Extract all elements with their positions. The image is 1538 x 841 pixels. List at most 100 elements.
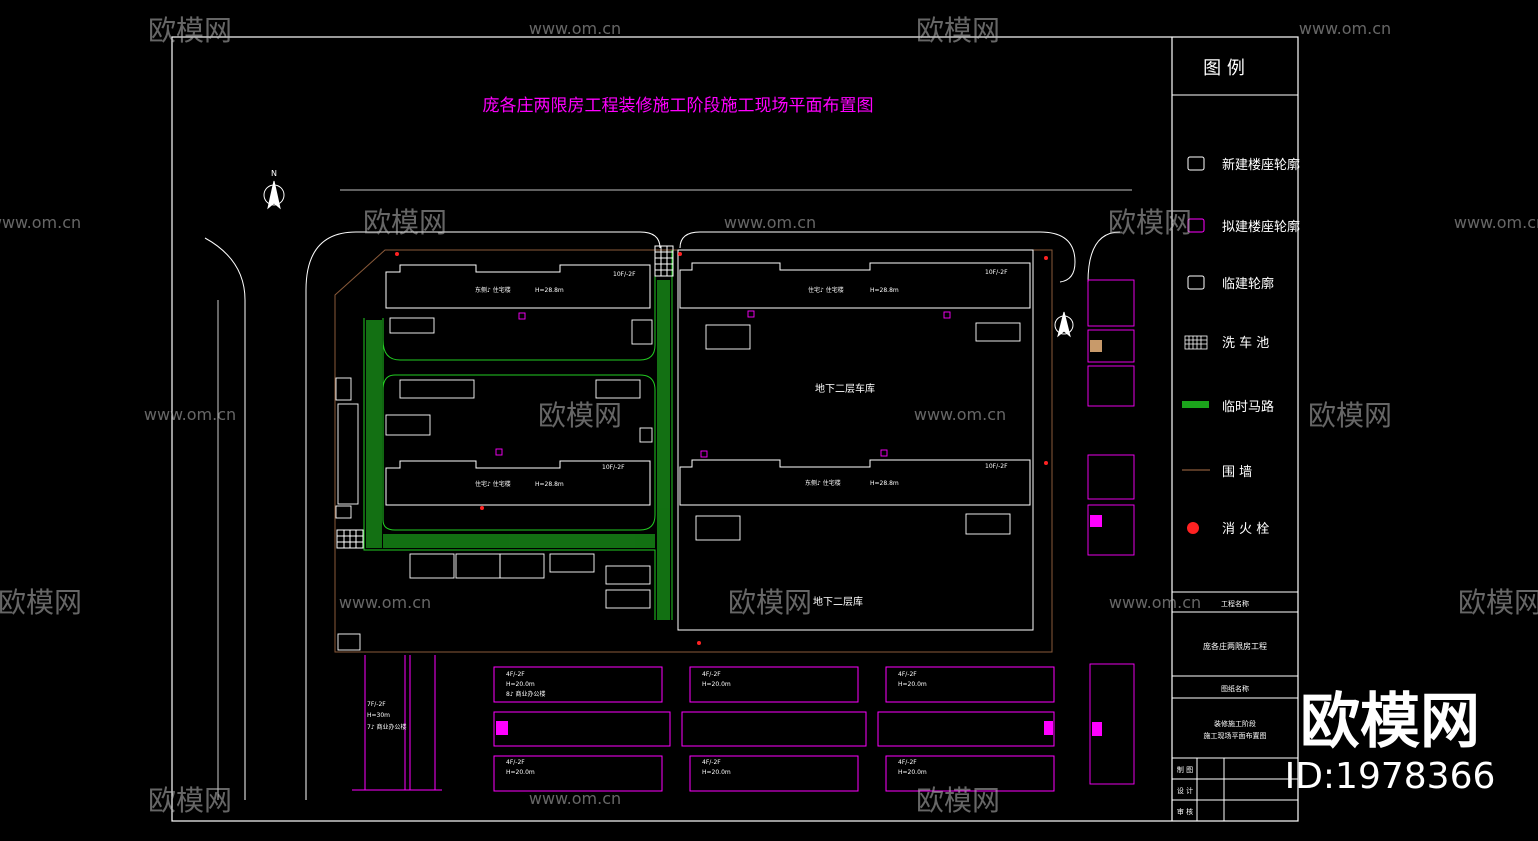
- hydrant-icon: [395, 252, 1048, 645]
- svg-text:欧模网: 欧模网: [916, 784, 1000, 817]
- legend-item-2: 拟建楼座轮廓: [1222, 219, 1300, 235]
- grid-icon: [1184, 335, 1208, 350]
- tower-structure: [352, 655, 442, 791]
- svg-text:www.om.cn: www.om.cn: [0, 213, 81, 232]
- row-review: 审 核: [1177, 807, 1193, 816]
- svg-text:欧模网: 欧模网: [1308, 399, 1392, 432]
- north-label: N: [271, 169, 277, 178]
- road-curve-right: [1087, 231, 1121, 283]
- svg-text:欧模网: 欧模网: [0, 586, 82, 619]
- legend-item-6: 围 墙: [1222, 465, 1252, 480]
- watermark-logo: 欧模网: [1300, 687, 1480, 757]
- road-curve-site: [305, 231, 661, 800]
- basement-outline: [677, 249, 1034, 631]
- car-wash-pit-icon: [336, 245, 674, 549]
- drawing-label: 图纸名称: [1221, 684, 1249, 693]
- magenta-rect-icon: [1187, 218, 1205, 233]
- tower-name: 7♪ 商业办公楼: [367, 723, 407, 731]
- side-block: [1090, 340, 1102, 352]
- row-design: 设 计: [1177, 786, 1193, 795]
- legend-title: 图 例: [1203, 58, 1245, 79]
- drawing-name-1: 装修施工阶段: [1214, 719, 1256, 728]
- hydrant-legend-icon: [1187, 522, 1199, 534]
- road-curve-top: [679, 231, 1076, 283]
- basement-label-2: 地下二层库: [813, 595, 863, 608]
- legend-item-5: 临时马路: [1222, 399, 1274, 415]
- planned-building-outline: [493, 666, 1055, 792]
- row-draft: 制 图: [1177, 765, 1193, 774]
- temp-facility-box: [335, 317, 1021, 651]
- temp-1-height: H=20.0m: [506, 681, 535, 688]
- tower-tag: 7F/-2F: [367, 701, 386, 708]
- svg-text:欧模网: 欧模网: [148, 784, 232, 817]
- side-structure: [1087, 279, 1135, 785]
- green-road-icon: [1182, 401, 1209, 408]
- temp-2-tag: 4F/-2F: [702, 671, 721, 678]
- temp-2-height: H=20.0m: [702, 681, 731, 688]
- svg-text:欧模网: 欧模网: [916, 14, 1000, 47]
- svg-text:欧模网: 欧模网: [148, 14, 232, 47]
- drawing-frame: [171, 36, 1299, 822]
- temp-4-height: H=20.0m: [506, 769, 535, 776]
- svg-text:欧模网: 欧模网: [1108, 206, 1192, 239]
- building-1-name: 东侧♪ 住宅楼: [475, 286, 511, 294]
- svg-text:www.om.cn: www.om.cn: [1109, 593, 1201, 612]
- building-3-tag: 10F/-2F: [985, 269, 1008, 276]
- basement-label-1: 地下二层车库: [815, 382, 875, 395]
- building-4-name: 东侧♪ 住宅楼: [805, 479, 841, 487]
- temp-1-name: 8♪ 商业办公楼: [506, 690, 546, 698]
- tower-height: H=30m: [367, 712, 390, 719]
- building-outline: [385, 262, 1031, 506]
- planned-block: [496, 721, 508, 735]
- temp-5-tag: 4F/-2F: [702, 759, 721, 766]
- temp-6-height: H=20.0m: [898, 769, 927, 776]
- building-2-tag: 10F/-2F: [602, 464, 625, 471]
- legend-item-3: 临建轮廓: [1222, 276, 1274, 292]
- project-name: 庞各庄两限房工程: [1203, 641, 1267, 651]
- drawing-name-2: 施工现场平面布置图: [1204, 731, 1267, 740]
- temp-road: [363, 250, 673, 620]
- svg-text:www.om.cn: www.om.cn: [1454, 213, 1538, 232]
- building-2-name: 住宅♪ 住宅楼: [475, 480, 511, 488]
- svg-text:www.om.cn: www.om.cn: [914, 405, 1006, 424]
- side-block-3: [1092, 722, 1102, 736]
- drawing-title: 庞各庄两限房工程装修施工阶段施工现场平面布置图: [483, 96, 874, 116]
- watermark: 欧模网 www.om.cn 欧模网 www.om.cn www.om.cn 欧模…: [0, 14, 1538, 817]
- building-4-tag: 10F/-2F: [985, 463, 1008, 470]
- building-4-height: H=28.8m: [870, 480, 899, 487]
- site-wall: [334, 249, 1053, 653]
- north-arrow-icon: [263, 180, 285, 210]
- temp-5-height: H=20.0m: [702, 769, 731, 776]
- temp-road-hatch: [366, 280, 670, 620]
- svg-text:欧模网: 欧模网: [1458, 586, 1538, 619]
- temp-1-tag: 4F/-2F: [506, 671, 525, 678]
- svg-text:欧模网: 欧模网: [538, 399, 622, 432]
- side-block-2: [1090, 515, 1102, 527]
- legend-item-1: 新建楼座轮廓: [1222, 157, 1300, 173]
- temp-6-tag: 4F/-2F: [898, 759, 917, 766]
- svg-text:www.om.cn: www.om.cn: [339, 593, 431, 612]
- temp-3-height: H=20.0m: [898, 681, 927, 688]
- temp-4-tag: 4F/-2F: [506, 759, 525, 766]
- watermark-id: ID:1978366: [1285, 756, 1496, 797]
- white-rect-icon: [1187, 156, 1205, 171]
- project-label: 工程名称: [1221, 599, 1249, 608]
- svg-text:www.om.cn: www.om.cn: [144, 405, 236, 424]
- north-arrow-icon-2: [1054, 311, 1074, 338]
- svg-text:www.om.cn: www.om.cn: [724, 213, 816, 232]
- building-1-height: H=28.8m: [535, 287, 564, 294]
- building-1-tag: 10F/-2F: [613, 271, 636, 278]
- titleblock-lines: [1172, 591, 1298, 821]
- svg-text:欧模网: 欧模网: [728, 586, 812, 619]
- temp-3-tag: 4F/-2F: [898, 671, 917, 678]
- svg-text:欧模网: 欧模网: [363, 206, 447, 239]
- building-3-name: 住宅♪ 住宅楼: [808, 286, 844, 294]
- white-rect-icon-2: [1187, 275, 1205, 290]
- road-curve-left: [204, 237, 246, 800]
- building-3-height: H=28.8m: [870, 287, 899, 294]
- planned-block-2: [1044, 721, 1053, 735]
- svg-text:www.om.cn: www.om.cn: [529, 789, 621, 808]
- svg-text:www.om.cn: www.om.cn: [529, 19, 621, 38]
- building-2-height: H=28.8m: [535, 481, 564, 488]
